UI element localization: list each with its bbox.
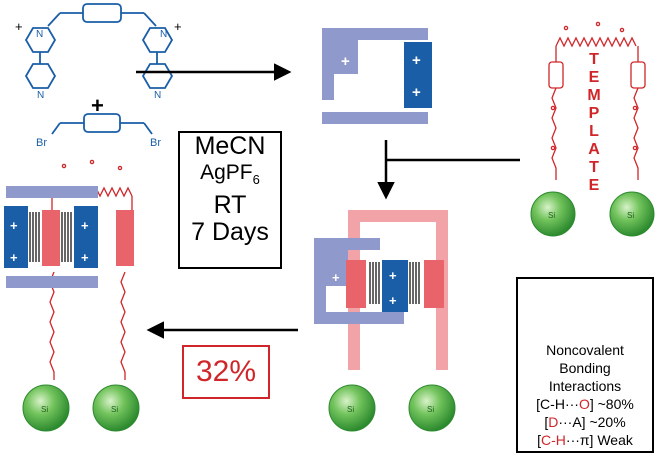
intermediate-complex (314, 210, 448, 370)
charge-label: + (341, 53, 350, 70)
silicon-label: Si (427, 405, 434, 414)
template-letter: E (588, 177, 600, 194)
template-letter: L (589, 123, 599, 140)
legend-text: ] ~80% (589, 396, 634, 412)
legend-text: ···A] ~20% (558, 414, 626, 430)
legend-text: [ (544, 414, 549, 430)
legend-row-d-a: [D···A] ~20% (518, 413, 652, 431)
rotaxane-product (4, 159, 140, 432)
charge-label: + (332, 270, 340, 285)
solvent-label: MeCN (194, 132, 266, 160)
salt-subscript: 6 (252, 172, 260, 188)
time-label: 7 Days (191, 218, 269, 247)
plus-sign: + (91, 93, 104, 118)
charge-label: + (412, 52, 421, 69)
template-letter: M (587, 87, 601, 104)
charge-label: + (15, 19, 23, 34)
charge-label: + (389, 268, 397, 283)
intermediate-stoppers (328, 384, 456, 432)
legend-spacer (518, 279, 652, 341)
legend-title-line: Noncovalent (546, 342, 624, 358)
legend-highlight: D (548, 414, 559, 430)
nitrogen-label: N (154, 90, 161, 101)
salt-main: AgPF (200, 161, 253, 184)
dication-precursor (24, 3, 174, 89)
silicon-label: Si (41, 405, 48, 414)
template-molecule (548, 21, 646, 180)
salt-label: AgPF6 (180, 160, 280, 192)
charge-label: + (389, 293, 397, 308)
legend-highlight: O (578, 396, 590, 412)
nitrogen-label: N (37, 90, 44, 101)
template-letter: E (588, 69, 600, 86)
yield-badge: 32% (182, 345, 270, 399)
reaction-conditions: MeCN AgPF6 RT 7 Days (178, 131, 282, 269)
charge-label: + (412, 84, 421, 101)
legend-text: [ (537, 432, 542, 448)
bromine-label: Br (150, 137, 161, 149)
silicon-label: Si (548, 211, 555, 220)
legend-row-ch-o: [C-H···O] ~80% (518, 395, 652, 413)
charge-label: + (174, 19, 182, 34)
dibromide (51, 113, 153, 135)
bromine-label: Br (36, 137, 47, 149)
silicon-label: Si (111, 405, 118, 414)
template-stoppers (530, 191, 655, 237)
charge-label: + (81, 250, 89, 265)
legend-title-line: Bonding (559, 360, 611, 376)
template-letter: P (588, 105, 600, 122)
charge-label: + (10, 218, 18, 233)
silicon-label: Si (627, 211, 634, 220)
legend-highlight: C-H (541, 432, 566, 448)
template-letter: T (589, 51, 599, 68)
legend-text: [C-H··· (536, 396, 579, 412)
charge-label: + (81, 218, 89, 233)
template-letter: A (588, 141, 600, 158)
legend-text: ···π] Weak (565, 432, 633, 448)
template-letter: T (589, 159, 599, 176)
legend-title-line: Interactions (548, 378, 622, 394)
nitrogen-label: N (36, 29, 43, 40)
nitrogen-label: N (160, 29, 167, 40)
legend-row-ch-pi: [C-H···π] Weak (518, 431, 652, 449)
temperature-label: RT (213, 191, 247, 220)
open-cyclophane (322, 28, 432, 124)
legend-box: Noncovalent Bonding Interactions [C-H···… (516, 277, 654, 453)
charge-label: + (10, 250, 18, 265)
silicon-label: Si (347, 405, 354, 414)
